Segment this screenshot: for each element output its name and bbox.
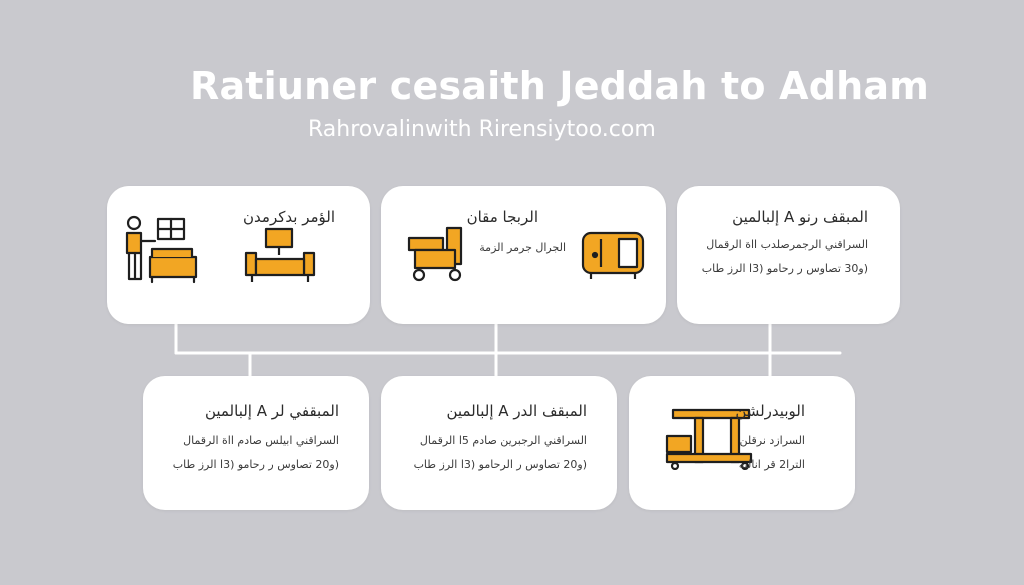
card-text-line: السراقني الرجبرين صادم 5ا الرقمال [419, 434, 587, 447]
card-title: الربجا مقان [466, 208, 538, 226]
card-text-line: الترا2 قر اناليه [738, 458, 805, 471]
card-text-line: (و30 تصاوس ر رحامو (3ا الرز طاب [701, 262, 868, 275]
card-text-line: السرازد نرقلن [739, 434, 805, 447]
card-text-line: السراقني الرجمرصلدب ااة الرقمال [706, 238, 868, 251]
wardrobe-icon [581, 231, 645, 279]
moving-cart-icon [665, 408, 753, 470]
page-subtitle: Rahrovalinwith Rirensiytoo.com [308, 117, 656, 142]
card-text-line: السراقني ابيلس صادم ااة الرقمال [183, 434, 339, 447]
card-text-line: الجرال جرمر الزمة [479, 241, 566, 254]
card-text-line: (و20 تصاوس ر الرحامو (3ا الرز طاب [413, 458, 587, 471]
step-card-6[interactable]: الوبيدرلشن السرازد نرقلن الترا2 قر انالي… [629, 376, 855, 510]
furniture-cart-icon [407, 226, 463, 282]
page-title: Ratiuner cesaith Jeddah to Adham [190, 64, 930, 108]
sofa-icon [244, 227, 316, 282]
card-text-line: (و20 تصاوس ر رحامو (3ا الرز طاب [172, 458, 339, 471]
card-title: المبقفي لر A إلبالمين [204, 402, 339, 420]
card-title: المبقف الدر A إلبالمين [446, 402, 587, 420]
person-at-desk-and-sofa-icon [125, 215, 198, 284]
step-card-3[interactable]: المبقف رنو A إلبالمين السراقني الرجمرصلد… [677, 186, 900, 324]
card-title: المبقف رنو A إلبالمين [732, 208, 868, 226]
step-card-5[interactable]: المبقف الدر A إلبالمين السراقني الرجبرين… [381, 376, 617, 510]
step-card-1[interactable]: الؤمر بدكرمدن [107, 186, 370, 324]
step-card-4[interactable]: المبقفي لر A إلبالمين السراقني ابيلس صاد… [143, 376, 369, 510]
card-title: الؤمر بدكرمدن [243, 208, 335, 226]
card-title: الوبيدرلشن [735, 402, 805, 420]
step-card-2[interactable]: الربجا مقان الجرال جرمر الزمة [381, 186, 666, 324]
